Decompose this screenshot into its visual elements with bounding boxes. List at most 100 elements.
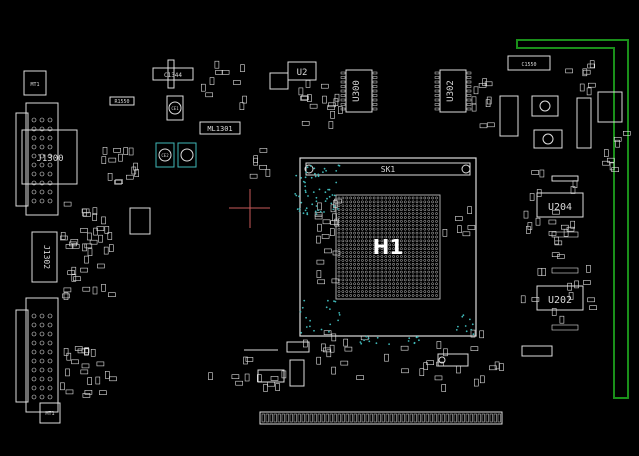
dvi-pin — [39, 180, 45, 186]
via — [418, 339, 420, 342]
bga-ball — [392, 212, 395, 215]
bga-ball — [364, 227, 368, 231]
component-right-4 — [499, 95, 519, 137]
passive-component — [87, 248, 93, 256]
bga-ball — [407, 266, 411, 270]
passive-component — [239, 102, 245, 110]
pcie-pin — [457, 413, 461, 423]
pcie-edge-connector — [259, 411, 503, 425]
passive-component — [473, 86, 479, 95]
passive-component — [77, 348, 86, 354]
bga-ball — [357, 223, 360, 227]
via — [317, 173, 320, 176]
passive-component — [609, 162, 615, 171]
dvi-pin — [39, 349, 45, 355]
bga-ball — [341, 212, 345, 215]
bga-ball — [392, 208, 395, 212]
passive-component — [263, 384, 268, 392]
bga-ball — [411, 274, 415, 278]
bga-ball — [345, 196, 349, 200]
passive-component — [244, 373, 250, 382]
bga-ball — [423, 231, 427, 235]
chip-pin — [466, 85, 472, 88]
chip-pin — [466, 107, 472, 111]
bga-ball — [357, 274, 360, 278]
bga-ball — [388, 247, 392, 251]
component-bottom-4 — [286, 341, 310, 353]
passive-component — [60, 382, 65, 391]
capacitor-ce2: CE2 — [155, 142, 197, 168]
bga-ball — [364, 204, 368, 208]
bga-ball — [341, 294, 345, 297]
bga-ball — [407, 286, 411, 290]
passive-component — [330, 220, 339, 225]
passive-component — [84, 389, 93, 395]
via — [317, 175, 320, 178]
bga-ball — [341, 231, 345, 235]
passive-component — [334, 93, 340, 102]
bga-ball — [388, 227, 392, 231]
bga-ball — [357, 204, 360, 208]
bga-ball — [353, 235, 356, 239]
passive-component — [66, 352, 72, 361]
bga-ball — [372, 266, 376, 270]
passive-component — [327, 105, 335, 110]
pcie-pin — [341, 413, 345, 423]
bga-ball — [419, 262, 423, 266]
bga-ball — [368, 262, 372, 266]
bga-ball — [341, 208, 345, 212]
pcie-pin — [329, 413, 333, 423]
bga-ball — [407, 196, 411, 200]
passive-component — [523, 210, 529, 219]
bga-ball — [407, 220, 411, 223]
bga-ball — [357, 262, 360, 266]
via — [309, 319, 311, 322]
dvi-pin — [47, 394, 53, 400]
bga-ball — [407, 208, 411, 212]
bga-ball — [368, 212, 372, 215]
via — [314, 172, 316, 175]
bga-ball — [403, 266, 407, 270]
dvi-pin — [39, 135, 45, 141]
bga-ball — [411, 259, 415, 262]
bga-ball — [423, 294, 427, 297]
bga-ball — [384, 216, 388, 219]
chip-pin — [434, 89, 440, 93]
resistor-strip — [551, 175, 579, 182]
passive-component — [316, 235, 321, 244]
pcie-pin — [413, 413, 417, 423]
via — [332, 208, 335, 211]
bga-ball — [423, 259, 427, 262]
bga-ball — [415, 262, 419, 266]
bga-ball — [427, 208, 431, 212]
bga-ball — [403, 294, 407, 297]
bga-ball — [396, 204, 399, 208]
passive-component — [317, 202, 322, 211]
passive-component — [570, 220, 576, 229]
via — [304, 176, 307, 179]
chip-u204: U204 — [536, 192, 584, 218]
bga-ball — [353, 231, 356, 235]
passive-component — [89, 239, 98, 245]
bga-ball — [361, 223, 364, 227]
bga-ball — [372, 204, 376, 208]
bga-ball — [431, 227, 434, 231]
bga-ball — [403, 196, 407, 200]
bga-ball — [407, 282, 411, 286]
bga-ball — [400, 294, 403, 297]
bga-ball — [415, 290, 419, 293]
passive-component — [97, 263, 105, 269]
bga-ball — [345, 212, 349, 215]
passive-component — [467, 206, 472, 214]
bga-ball — [415, 200, 419, 204]
dvi-pin — [39, 198, 45, 204]
dvi-pin — [47, 135, 53, 141]
pcie-pin — [425, 413, 429, 423]
pcie-pin — [465, 413, 469, 423]
bga-ball — [345, 274, 349, 278]
bga-ball — [368, 231, 372, 235]
chip-pin — [340, 103, 346, 106]
bga-ball — [368, 204, 372, 208]
passive-component — [71, 273, 77, 282]
bga-ball — [411, 243, 415, 247]
